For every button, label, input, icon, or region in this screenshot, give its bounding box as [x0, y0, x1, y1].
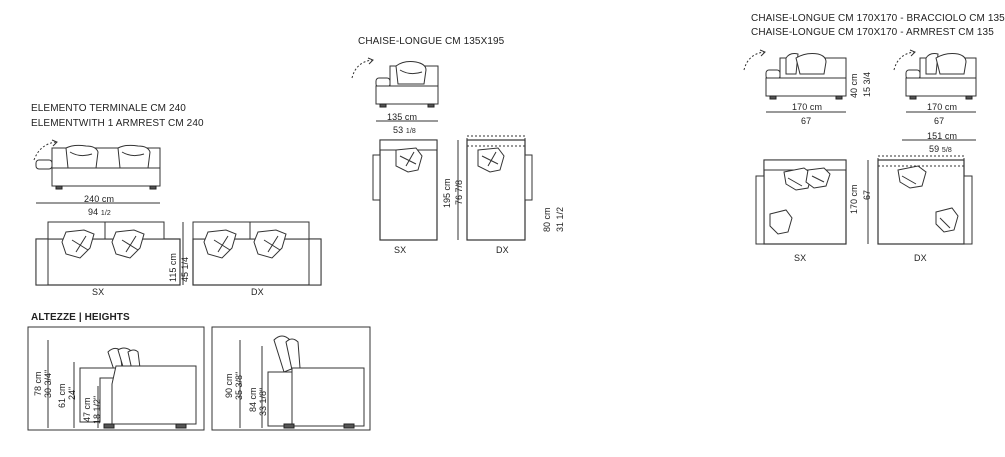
chaise170-depth-cm: 170 cm — [849, 184, 859, 214]
chaise135-label-sx: SX — [394, 245, 407, 255]
terminal-depth-cm: 115 cm — [168, 253, 178, 282]
chaise170-width-left-cm: 170 cm — [792, 102, 823, 112]
terminal-depth-in: 45 1/4 — [180, 256, 190, 282]
chaise135-length-cm: 195 cm — [442, 178, 452, 208]
chaise135-label-dx: DX — [496, 245, 509, 255]
chaise170-height-cm: 40 cm — [849, 73, 859, 98]
chaise170-armrest-cm: 151 cm — [927, 131, 958, 141]
heights-right-panel — [211, 326, 371, 431]
chaise170-width-right-cm: 170 cm — [927, 102, 958, 112]
terminal-title-en: ELEMENTWITH 1 ARMREST CM 240 — [31, 118, 204, 129]
heights-title: ALTEZZE | HEIGHTS — [31, 312, 130, 323]
chaise135-front-view — [351, 57, 439, 122]
chaise170-width-left-in: 67 — [801, 116, 812, 126]
chaise170-width-right-in: 67 — [934, 116, 945, 126]
chaise170-label-dx: DX — [914, 253, 927, 263]
chaise170-title-en: CHAISE-LONGUE CM 170X170 - ARMREST CM 13… — [751, 27, 994, 38]
chaise135-title: CHAISE-LONGUE CM 135X195 — [358, 36, 505, 47]
terminal-plan-dx — [182, 221, 322, 286]
chaise170-depth-in: 67 — [862, 189, 872, 200]
terminal-plan-sx — [35, 221, 181, 286]
chaise170-title-it: CHAISE-LONGUE CM 170X170 - BRACCIOLO CM … — [751, 13, 1005, 24]
terminal-front-view — [33, 139, 161, 204]
chaise135-plan-dx — [457, 135, 533, 241]
chaise135-width-in: 53 1/8 — [393, 125, 416, 135]
terminal-width-in: 94 1/2 — [88, 207, 111, 217]
chaise135-plan-sx — [372, 139, 438, 241]
heights-left-h1-cm: 78 cm — [33, 371, 43, 396]
terminal-width-cm: 240 cm — [84, 194, 115, 204]
chaise170-armrest-in: 59 5/8 — [929, 144, 952, 154]
heights-left-h2-cm: 61 cm — [57, 383, 67, 408]
chaise170-front-left — [743, 49, 847, 113]
terminal-label-sx: SX — [92, 287, 105, 297]
chaise135-height-cm: 80 cm — [542, 207, 552, 232]
chaise135-width-cm: 135 cm — [387, 112, 418, 122]
heights-right-h2-cm: 84 cm — [248, 387, 258, 412]
heights-right-h1-in: 35 3/8" — [234, 371, 244, 400]
chaise170-front-right — [893, 49, 977, 141]
heights-left-h1-in: 30 3/4" — [43, 369, 53, 398]
chaise135-height-in: 31 1/2 — [555, 206, 565, 232]
heights-left-h3-in: 18 1/2" — [92, 395, 102, 424]
heights-right-h2-in: 33 1/8" — [258, 387, 268, 416]
heights-left-h3-cm: 47 cm — [82, 397, 92, 422]
heights-right-h1-cm: 90 cm — [224, 373, 234, 398]
chaise170-height-in: 15 3/4 — [862, 71, 872, 97]
chaise170-plan-sx — [755, 159, 847, 245]
chaise170-label-sx: SX — [794, 253, 807, 263]
terminal-label-dx: DX — [251, 287, 264, 297]
chaise135-length-in: 76 7/8 — [454, 179, 464, 205]
terminal-title-it: ELEMENTO TERMINALE CM 240 — [31, 103, 186, 114]
heights-left-h2-in: 24" — [67, 386, 77, 400]
chaise170-plan-dx — [867, 155, 973, 245]
heights-left-panel — [27, 326, 205, 431]
